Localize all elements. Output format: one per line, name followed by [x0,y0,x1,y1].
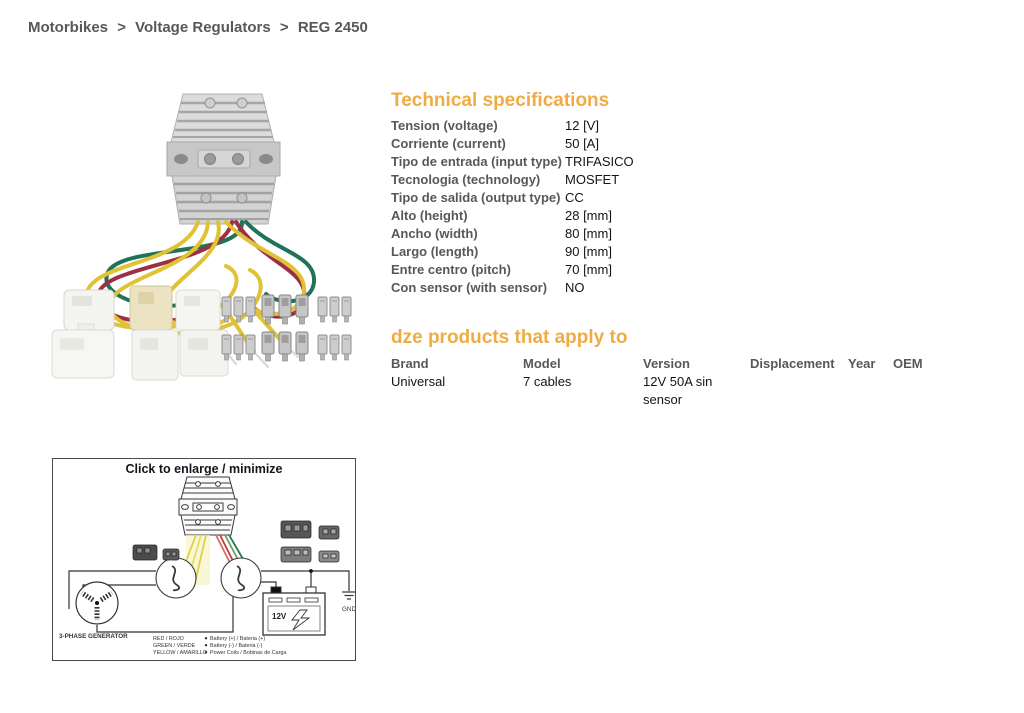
wiring-diagram-illustration: Click to enlarge / minimize [59,462,355,656]
spec-value: 28 [mm] [565,208,612,223]
junction-dot [309,569,313,573]
table-cell-oem [893,373,991,409]
diagram-regulator-symbol [178,476,238,536]
spec-value: NO [565,280,585,295]
diagram-wire-runs [179,534,251,588]
table-cell-brand: Universal [391,374,446,389]
breadcrumb-separator: > [117,19,126,36]
spec-value: 90 [mm] [565,244,612,259]
column-header-displacement: Displacement [750,356,835,371]
battery-label: 12V [272,612,287,621]
table-cell-year [848,373,893,409]
spec-label: Tension (voltage) [391,118,498,133]
legend-name: RED / ROJO [153,636,184,642]
spec-value: TRIFASICO [565,154,634,169]
technical-specifications-title: Technical specifications [391,90,610,111]
breadcrumb-item-current: REG 2450 [297,19,368,36]
spec-label: Largo (length) [391,244,479,259]
bullet-icon [204,651,208,654]
spec-row: Tension (voltage) 12 [V] [391,117,731,135]
spec-row: Con sensor (with sensor) NO [391,279,731,297]
spec-row: Entre centro (pitch) 70 [mm] [391,261,731,279]
breadcrumb-separator: > [279,19,289,36]
crimp-terminals [221,294,352,362]
spec-row: Tipo de salida (output type) CC [391,189,731,207]
spec-label: Ancho (width) [391,226,478,241]
legend-name: GREEN / VERDE [153,643,196,649]
breadcrumb-item-motorbikes[interactable]: Motorbikes [28,19,109,36]
spec-label: Corriente (current) [391,136,506,151]
diagram-circuit-wires [68,570,350,633]
wiring-diagram-thumbnail[interactable]: Click to enlarge / minimize [52,458,356,661]
diagram-connector-junctions [155,557,262,599]
column-header-year: Year [848,356,876,371]
gnd-label: GND [342,606,355,613]
bullet-icon [204,644,208,647]
diagram-generator-symbol [75,581,119,625]
spec-row: Largo (length) 90 [mm] [391,243,731,261]
connector-housings [51,285,229,381]
spec-label: Alto (height) [391,208,468,223]
diagram-battery-symbol [262,586,326,636]
spec-label: Con sensor (with sensor) [391,280,548,295]
legend-name: YELLOW / AMARILLO [153,650,207,656]
technical-specifications-section: Technical specifications Tension (voltag… [391,90,731,297]
spec-row: Tipo de entrada (input type) TRIFASICO [391,153,731,171]
diagram-connector-icons [132,520,340,563]
product-photo-illustration [51,93,352,381]
column-header-brand: Brand [391,356,429,371]
spec-value: 80 [mm] [565,226,612,241]
spec-label: Tipo de salida (output type) [391,190,561,205]
spec-row: Corriente (current) 50 [A] [391,135,731,153]
spec-row: Tecnologia (technology) MOSFET [391,171,731,189]
spec-label: Tecnologia (technology) [391,172,541,187]
spec-value: CC [565,190,584,205]
ground-icon [342,591,355,600]
column-header-oem: OEM [893,356,923,371]
legend-meaning: Battery (+) / Bateria (+) [210,636,265,642]
breadcrumb: Motorbikes > Voltage Regulators > REG 24… [28,19,368,36]
bullet-icon [204,637,208,640]
regulator-body [166,93,281,225]
spec-label: Entre centro (pitch) [391,262,511,277]
column-header-version: Version [643,356,690,371]
legend-meaning: Battery (-) / Bateria (-) [210,643,263,649]
breadcrumb-item-voltage-regulators[interactable]: Voltage Regulators [135,19,271,36]
table-cell-model: 7 cables [523,374,572,389]
product-photo [48,76,378,391]
generator-label: 3-PHASE GENERATOR [59,633,128,640]
spec-label: Tipo de entrada (input type) [391,154,562,169]
column-header-model: Model [523,356,561,371]
spec-value: 12 [V] [565,118,599,133]
spec-value: 70 [mm] [565,262,612,277]
diagram-legend: RED / ROJO Battery (+) / Bateria (+) GRE… [153,636,286,656]
products-apply-title: dze products that apply to [391,327,628,348]
products-apply-section: dze products that apply to Brand Model V… [391,327,991,409]
spec-row: Alto (height) 28 [mm] [391,207,731,225]
diagram-caption: Click to enlarge / minimize [126,462,283,476]
spec-value: MOSFET [565,172,620,187]
spec-value: 50 [A] [565,136,599,151]
table-cell-displacement [750,373,848,409]
products-apply-table: Brand Model Version Displacement Year OE… [391,355,991,409]
table-cell-version: 12V 50A sin sensor [643,374,713,407]
spec-row: Ancho (width) 80 [mm] [391,225,731,243]
legend-meaning: Power Coils / Bobinas de Carga [210,650,286,656]
